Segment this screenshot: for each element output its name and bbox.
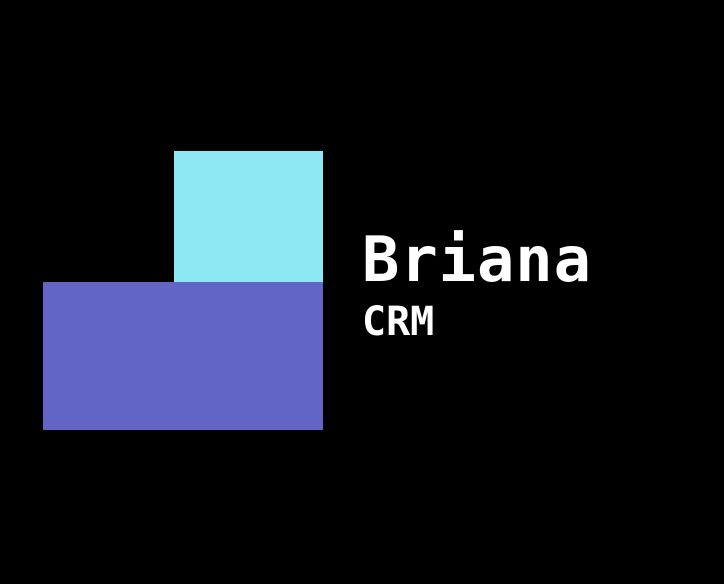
logo-wordmark: Briana CRM — [362, 223, 592, 345]
logo-tile-indigo — [43, 282, 323, 430]
brand-name: Briana — [362, 223, 592, 296]
logo-mark — [43, 151, 323, 431]
brand-tagline: CRM — [362, 299, 435, 345]
logo-tile-cyan — [174, 151, 323, 282]
